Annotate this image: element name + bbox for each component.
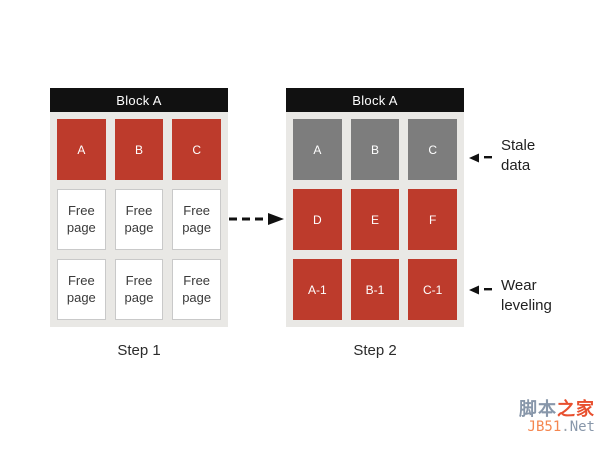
watermark-en-gray: Net <box>569 418 595 435</box>
free-page-cell: Free page <box>114 259 164 320</box>
free-page-cell: Free page <box>114 189 164 250</box>
page-cell-e: E <box>350 189 400 250</box>
stale-data-annotation: Stale data <box>469 136 535 176</box>
wear-leveling-annotation: Wear leveling <box>469 276 552 316</box>
block-title: Block A <box>286 88 464 112</box>
left-arrow-icon <box>469 150 495 168</box>
page-cell-a: A <box>293 119 342 180</box>
free-page-cell: Free page <box>172 189 221 250</box>
watermark-en: JB51.Net <box>519 418 595 435</box>
free-page-cell: Free page <box>57 189 106 250</box>
page-cell-c: C <box>172 119 221 180</box>
wear-line2: leveling <box>501 297 552 314</box>
dashed-right-arrow-icon <box>228 212 286 230</box>
wear-leveling-label: Wear leveling <box>501 276 552 316</box>
step2-label: Step 2 <box>353 342 397 359</box>
page-cell-d: D <box>293 189 342 250</box>
page-cell-c-1: C-1 <box>408 259 457 320</box>
page-cell-b: B <box>350 119 400 180</box>
left-arrow-icon <box>469 282 495 300</box>
stale-line2: data <box>501 157 531 174</box>
watermark-cn-gray: 脚本 <box>519 399 557 419</box>
page-cell-f: F <box>408 189 457 250</box>
watermark-cn: 脚本之家 <box>519 399 595 420</box>
stale-line1: Stale <box>501 137 536 154</box>
page-cell-c: C <box>408 119 457 180</box>
step1-label: Step 1 <box>117 342 161 359</box>
wear-line1: Wear <box>501 277 537 294</box>
watermark-cn-red: 之家 <box>557 399 595 419</box>
free-page-cell: Free page <box>57 259 106 320</box>
watermark-en-dot: . <box>561 418 570 435</box>
stale-data-label: Stale data <box>501 136 535 176</box>
page-cell-b-1: B-1 <box>350 259 400 320</box>
block-title: Block A <box>50 88 228 112</box>
page-cell-a-1: A-1 <box>293 259 342 320</box>
free-page-cell: Free page <box>172 259 221 320</box>
page-cell-b: B <box>114 119 164 180</box>
page-cell-a: A <box>57 119 106 180</box>
watermark-en-orange: JB51 <box>527 418 562 435</box>
watermark: 脚本之家 JB51.Net <box>519 399 595 435</box>
